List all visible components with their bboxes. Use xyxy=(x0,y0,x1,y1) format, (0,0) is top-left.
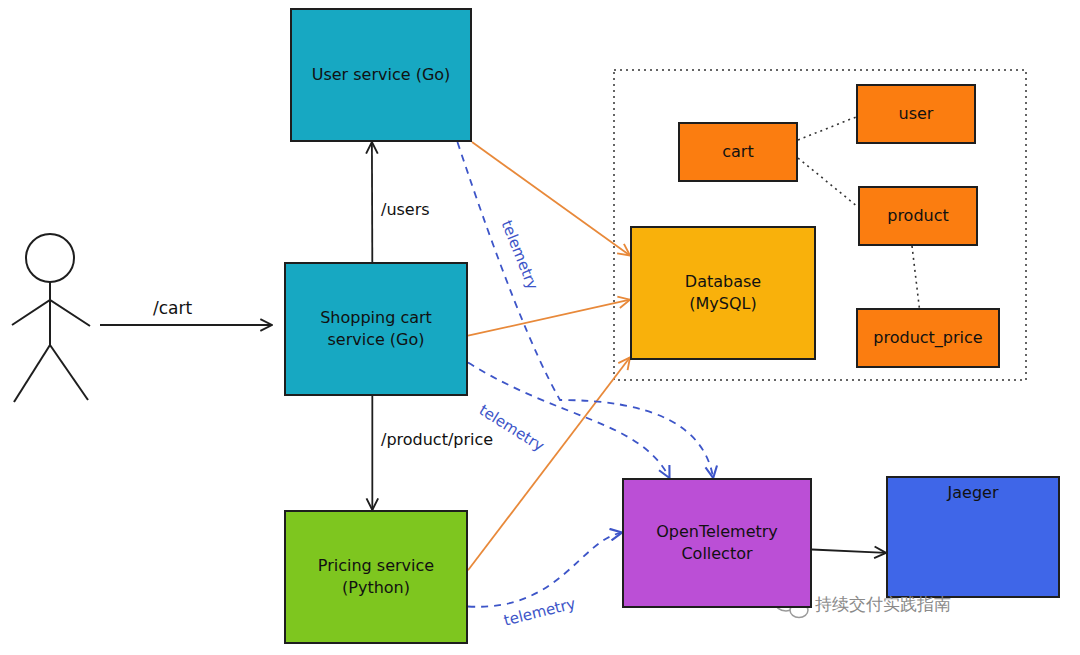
node-text: product xyxy=(887,205,949,227)
database-box: Database (MySQL) xyxy=(630,226,816,360)
service-box: Pricing service (Python) xyxy=(284,510,468,644)
node-text: OpenTelemetry Collector xyxy=(632,521,802,564)
watermark: 持续交付实践指南 xyxy=(812,594,954,614)
table-box: user xyxy=(856,84,976,144)
connector xyxy=(371,396,373,510)
node-text: User service (Go) xyxy=(312,64,451,86)
edge-label: telemetry xyxy=(499,594,580,631)
edge-label: /users xyxy=(378,200,433,219)
user-actor xyxy=(12,234,90,402)
node-text: user xyxy=(899,103,934,125)
edge-label: /product/price xyxy=(378,430,496,449)
connector xyxy=(812,550,886,553)
connector xyxy=(912,246,919,308)
connector xyxy=(371,142,373,262)
collector-box: OpenTelemetry Collector xyxy=(622,478,812,608)
connector xyxy=(798,117,856,140)
table-box: cart xyxy=(678,122,798,182)
table-box: product_price xyxy=(856,308,1000,368)
connector xyxy=(798,158,858,207)
connector xyxy=(472,142,630,255)
node-text: Pricing service (Python) xyxy=(301,555,451,598)
node-text: Jaeger xyxy=(948,482,999,504)
node-text: product_price xyxy=(873,327,982,349)
connector xyxy=(468,363,670,479)
db-region xyxy=(614,70,1026,380)
request-label: /cart xyxy=(150,298,195,318)
service-box: Shopping cart service (Go) xyxy=(284,262,468,396)
connector xyxy=(468,300,630,336)
request-arrow xyxy=(100,324,272,326)
table-box: product xyxy=(858,186,978,246)
edge-label: telemetry xyxy=(497,215,543,295)
service-box: User service (Go) xyxy=(290,8,472,142)
node-text: cart xyxy=(722,141,753,163)
connector xyxy=(468,533,622,607)
node-text: Shopping cart service (Go) xyxy=(296,307,456,350)
tracing-box: Jaeger xyxy=(886,476,1060,598)
node-text: Database (MySQL) xyxy=(668,271,778,314)
